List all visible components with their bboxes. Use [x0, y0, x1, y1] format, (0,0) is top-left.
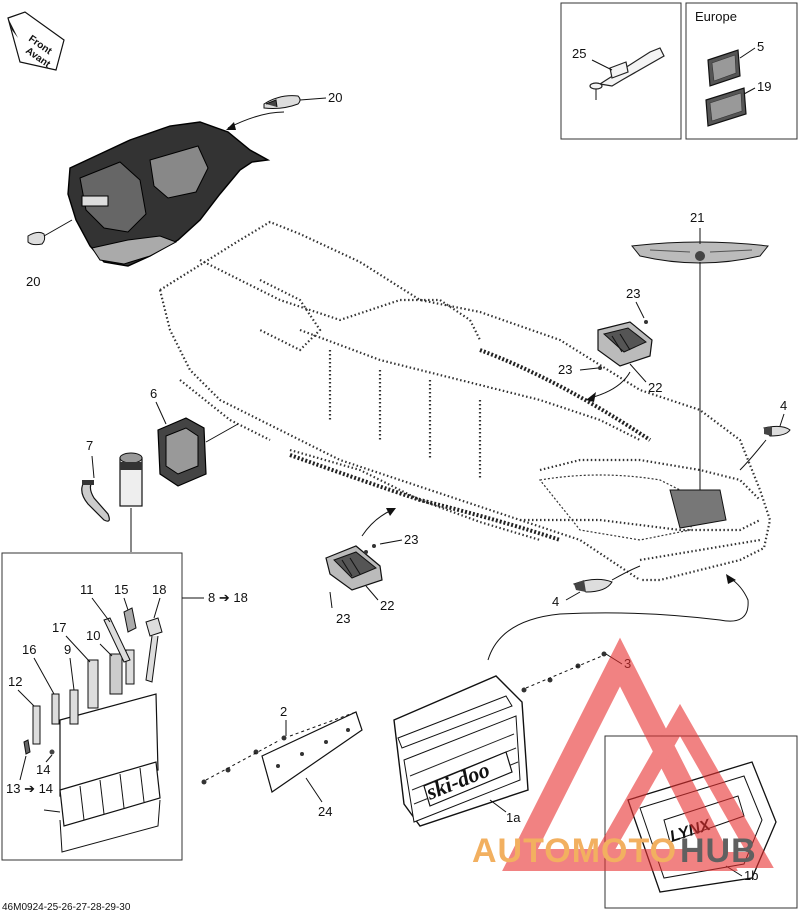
- watermark-text-part1: AUTOMOTO: [472, 832, 677, 870]
- front-direction-tag: Front Avant: [7, 11, 65, 71]
- strap-part-7: [81, 480, 110, 522]
- reflector-part-4-bottom: [572, 578, 613, 593]
- bracket-part-24: [261, 711, 363, 793]
- bracket-part-25: [589, 47, 665, 100]
- callout-4-bottom: 4: [552, 594, 559, 609]
- callout-16: 16: [22, 642, 36, 657]
- callout-13-14: 13 ➔ 14: [6, 781, 53, 796]
- callout-15: 15: [114, 582, 128, 597]
- callout-23-upper-b: 23: [558, 362, 572, 377]
- fastener-row-right: [521, 651, 607, 693]
- callout-19: 19: [757, 79, 771, 94]
- callout-23-upper-a: 23: [626, 286, 640, 301]
- callout-25: 25: [572, 46, 586, 61]
- callout-5: 5: [757, 39, 764, 54]
- callout-1a: 1a: [506, 810, 521, 825]
- part-6-bracket: [157, 417, 207, 487]
- callout-2: 2: [280, 704, 287, 719]
- callout-8-18: 8 ➔ 18: [208, 590, 248, 605]
- watermark-logo: [502, 637, 774, 871]
- callout-10: 10: [86, 628, 100, 643]
- callout-20-top: 20: [328, 90, 342, 105]
- callout-23-lower-a: 23: [404, 532, 418, 547]
- europe-inset-box: [685, 2, 798, 140]
- callout-22-lower: 22: [380, 598, 394, 613]
- callout-9: 9: [64, 642, 71, 657]
- callout-23-lower-b: 23: [336, 611, 350, 626]
- tool-parts: [23, 607, 163, 755]
- watermark-text-part2: HUB: [680, 832, 757, 870]
- callout-11: 11: [80, 582, 94, 597]
- callout-20-left: 20: [26, 274, 40, 289]
- fastener-row: [201, 711, 357, 785]
- label-part-5: [707, 49, 741, 87]
- callout-6: 6: [150, 386, 157, 401]
- decal-part-21: [631, 241, 769, 264]
- callout-17: 17: [52, 620, 66, 635]
- reflector-part-4-right: [763, 425, 791, 437]
- tool-pouch: [43, 693, 161, 853]
- callout-18: 18: [152, 582, 166, 597]
- label-part-19: [705, 87, 747, 127]
- callout-12: 12: [8, 674, 22, 689]
- front-console-part: [67, 121, 271, 267]
- callout-14: 14: [36, 762, 50, 777]
- footrest-part-22-upper: [597, 321, 653, 367]
- callout-1b: 1b: [744, 868, 758, 883]
- callout-7: 7: [86, 438, 93, 453]
- chassis-frame: [158, 220, 772, 582]
- snow-flap-part-1a: ski-doo: [393, 675, 529, 827]
- callout-4-right: 4: [780, 398, 787, 413]
- cap-part-20-top: [263, 95, 301, 109]
- europe-title: Europe: [695, 9, 737, 24]
- diagram-code: 46M0924-25-26-27-28-29-30: [2, 902, 131, 913]
- tool-tube-part: [119, 452, 143, 507]
- footrest-part-22-lower: [325, 545, 383, 591]
- callout-24: 24: [318, 804, 332, 819]
- callout-22-upper: 22: [648, 380, 662, 395]
- callout-21: 21: [690, 210, 704, 225]
- cap-part-20-left: [27, 231, 46, 246]
